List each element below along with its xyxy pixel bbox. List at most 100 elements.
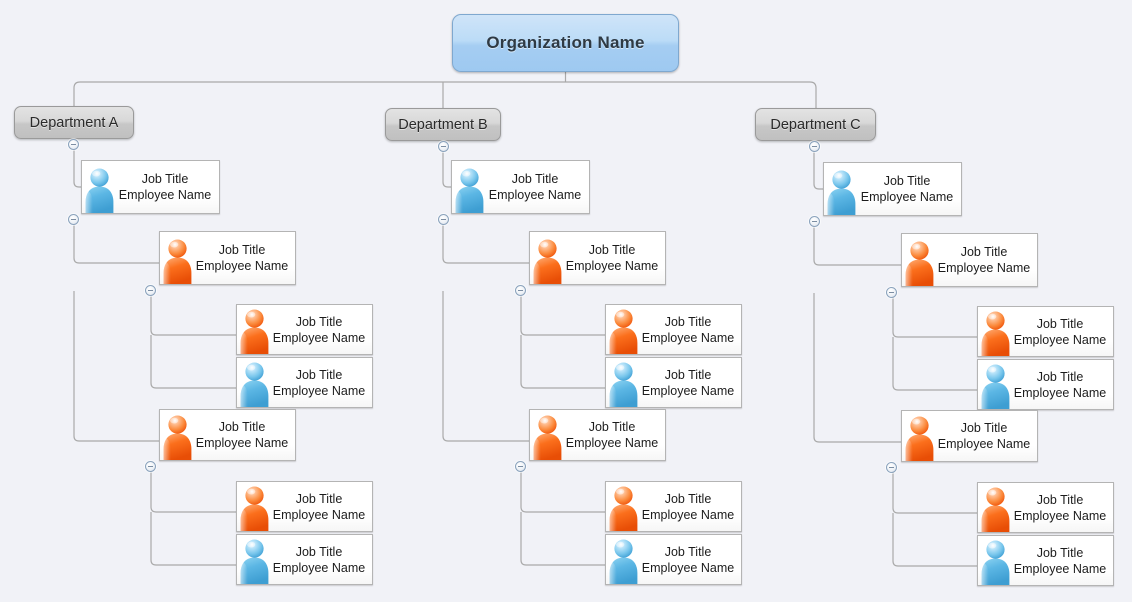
job-title-label: Job Title [664,367,712,382]
collapse-toggle-icon[interactable] [886,287,897,298]
root-node-label: Organization Name [486,33,645,52]
person-icon [606,482,640,531]
employee-name-label: Employee Name [641,507,735,522]
collapse-toggle-icon[interactable] [438,214,449,225]
department-node-b[interactable]: Department B [385,108,501,141]
employee-name-label: Employee Name [565,436,659,450]
department-label: Department C [770,116,861,133]
collapse-toggle-icon[interactable] [145,285,156,296]
person-icon [902,234,936,286]
job-title-label: Job Title [1036,316,1084,331]
person-icon [978,307,1012,356]
job-title-label: Job Title [588,420,636,434]
collapse-toggle-icon[interactable] [809,216,820,227]
employee-name-label: Employee Name [272,330,366,345]
collapse-toggle-icon[interactable] [68,139,79,150]
department-node-a[interactable]: Department A [14,106,134,139]
department-label: Department B [398,116,488,133]
person-icon [606,358,640,407]
collapse-toggle-icon[interactable] [145,461,156,472]
person-icon [160,232,194,284]
person-icon [237,358,271,407]
person-icon [824,163,858,215]
department-label: Department A [29,114,119,131]
job-title-label: Job Title [218,243,266,257]
employee-name-label: Employee Name [1013,561,1107,576]
employee-name-label: Employee Name [118,188,212,202]
employee-name-label: Employee Name [641,383,735,398]
job-title-label: Job Title [883,174,931,188]
employee-name-label: Employee Name [488,188,582,202]
job-title-label: Job Title [295,314,343,329]
person-icon [237,482,271,531]
collapse-toggle-icon[interactable] [515,461,526,472]
employee-name-label: Employee Name [1013,385,1107,400]
person-icon [160,410,194,460]
collapse-toggle-icon[interactable] [438,141,449,152]
person-icon [606,305,640,354]
person-icon [237,305,271,354]
employee-name-label: Employee Name [1013,332,1107,347]
employee-name-label: Employee Name [641,560,735,575]
person-icon [530,232,564,284]
employee-name-label: Employee Name [195,436,289,450]
employee-name-label: Employee Name [937,437,1031,451]
employee-name-label: Employee Name [272,383,366,398]
collapse-toggle-icon[interactable] [515,285,526,296]
collapse-toggle-icon[interactable] [68,214,79,225]
job-title-label: Job Title [218,420,266,434]
job-title-label: Job Title [295,491,343,506]
person-icon [978,360,1012,409]
job-title-label: Job Title [960,421,1008,435]
employee-name-label: Employee Name [860,190,954,204]
employee-name-label: Employee Name [641,330,735,345]
job-title-label: Job Title [1036,492,1084,507]
person-icon [902,411,936,461]
job-title-label: Job Title [295,367,343,382]
person-icon [530,410,564,460]
root-node-organization[interactable]: Organization Name [452,14,679,72]
person-icon [978,483,1012,532]
collapse-toggle-icon[interactable] [886,462,897,473]
collapse-toggle-icon[interactable] [809,141,820,152]
person-icon [237,535,271,584]
department-node-c[interactable]: Department C [755,108,876,141]
